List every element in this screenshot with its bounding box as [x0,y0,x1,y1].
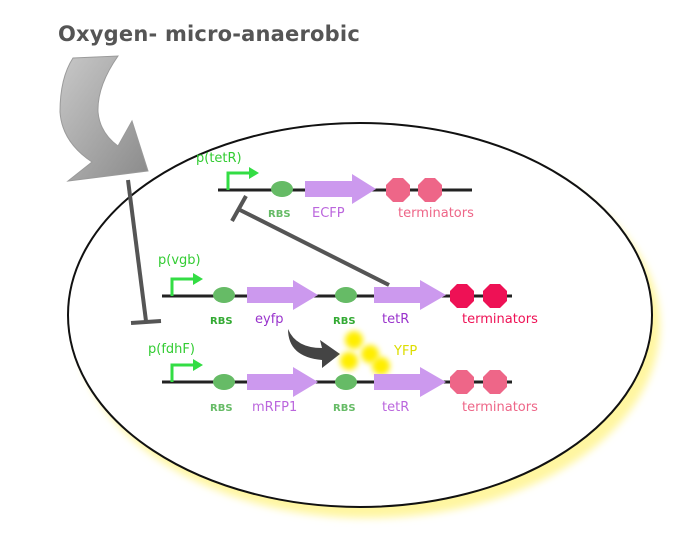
terminator-icon [450,370,474,394]
rbs-label: RBS [333,403,356,414]
construct-pfdhf: p(fdhF) RBS mRFP1 RBS tetR terminators [148,342,538,415]
gene-label: tetR [382,312,409,327]
expression-arrow-icon [288,329,340,368]
yfp-label: YFP [393,344,417,359]
terminator-icon [418,178,442,202]
rbs-label: RBS [333,316,356,327]
gene-mrfp1-icon [247,367,318,397]
cell-membrane [67,122,653,508]
construct-pvgb: p(vgb) RBS eyfp RBS tetR terminators [158,253,538,327]
terminators-label: terminators [398,206,474,221]
terminator-icon [386,178,410,202]
gene-ecfp-icon [305,174,376,204]
gene-label: ECFP [312,206,345,221]
promoter-arrow-icon [170,363,193,382]
terminators-label: terminators [462,312,538,327]
oxygen-repression-icon [126,179,162,325]
promoter-arrow-icon [170,277,193,296]
terminator-icon [483,370,507,394]
promoter-label: p(vgb) [158,253,201,268]
yfp-glow-icon [340,331,390,375]
rbs-icon [335,374,357,390]
gene-label: eyfp [255,312,284,327]
tetr-repression-icon [230,195,390,287]
rbs-icon [213,374,235,390]
terminators-label: terminators [462,400,538,415]
gene-eyfp-icon [247,280,318,310]
rbs-icon [213,287,235,303]
rbs-label: RBS [210,403,233,414]
diagram-title: Oxygen- micro-anaerobic [58,22,360,46]
gene-tetr-icon [374,280,446,310]
oxygen-arrow-icon [59,55,149,182]
promoter-arrowhead-icon [249,167,259,179]
rbs-icon [335,287,357,303]
gene-tetr-icon [374,367,446,397]
gene-label: tetR [382,400,409,415]
rbs-label: RBS [268,209,291,220]
promoter-label: p(fdhF) [148,342,195,357]
terminator-icon [450,284,474,308]
construct-ptetr: p(tetR) RBS ECFP terminators [196,151,474,221]
rbs-label: RBS [210,316,233,327]
promoter-arrowhead-icon [193,273,203,285]
terminator-icon [483,284,507,308]
promoter-label: p(tetR) [196,151,242,166]
promoter-arrowhead-icon [193,359,203,371]
gene-label: mRFP1 [252,400,297,415]
promoter-arrow-icon [226,171,249,190]
rbs-icon [271,181,293,197]
